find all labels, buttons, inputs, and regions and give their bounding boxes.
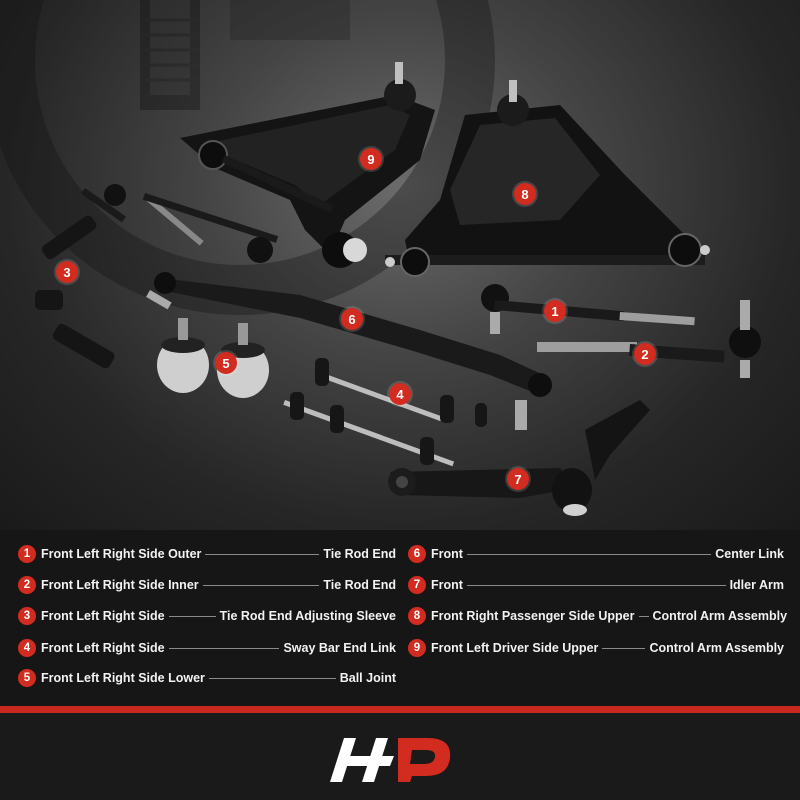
legend-part-name: Tie Rod End — [323, 578, 396, 592]
legend-leader-line — [602, 647, 646, 649]
legend-leader-line — [202, 584, 320, 586]
part-4-sway-bar-link — [283, 358, 487, 467]
legend-position: Front Left Right Side — [41, 609, 165, 623]
badge-3: 3 — [56, 261, 78, 283]
legend-position: Front Left Right Side Inner — [41, 578, 199, 592]
legend-item-1: 1 Front Left Right Side Outer Tie Rod En… — [18, 544, 396, 564]
legend-leader-line — [208, 677, 336, 679]
badge-6: 6 — [341, 308, 363, 330]
brand-logo-icon — [330, 730, 460, 791]
legend-leader-line — [466, 553, 712, 555]
badge-4: 4 — [389, 383, 411, 405]
legend-position: Front Right Passenger Side Upper — [431, 609, 635, 623]
part-3-adjusting-sleeve — [35, 215, 115, 369]
legend-position: Front — [431, 578, 463, 592]
part-5-ball-joint — [157, 318, 269, 398]
legend-number: 1 — [18, 545, 36, 563]
badge-1: 1 — [544, 300, 566, 322]
legend-item-8: 8 Front Right Passenger Side Upper Contr… — [408, 606, 787, 626]
badge-5: 5 — [215, 352, 237, 374]
legend-item-4: 4 Front Left Right Side Sway Bar End Lin… — [18, 638, 396, 658]
badge-8: 8 — [514, 183, 536, 205]
part-7-idler-arm — [388, 400, 650, 516]
legend-part-name: Tie Rod End Adjusting Sleeve — [219, 609, 396, 623]
legend-position: Front Left Right Side Lower — [41, 671, 205, 685]
product-photo: 9 8 3 1 6 2 5 4 7 — [0, 0, 800, 530]
legend-part-name: Idler Arm — [729, 578, 784, 592]
legend-position: Front Left Right Side Outer — [41, 547, 202, 561]
badge-2: 2 — [634, 343, 656, 365]
legend-number: 5 — [18, 669, 36, 687]
legend-item-7: 7 Front Idler Arm — [408, 575, 784, 595]
part-1-outer-tie-rod — [481, 284, 695, 334]
legend-leader-line — [466, 584, 726, 586]
legend-leader-line — [168, 615, 216, 617]
legend-item-5: 5 Front Left Right Side Lower Ball Joint — [18, 668, 396, 688]
legend-part-name: Center Link — [715, 547, 784, 561]
legend-item-6: 6 Front Center Link — [408, 544, 784, 564]
part-8-control-arm — [385, 80, 710, 277]
legend-number: 7 — [408, 576, 426, 594]
legend-part-name: Ball Joint — [339, 671, 396, 685]
legend-part-name: Control Arm Assembly — [649, 641, 784, 655]
badge-9: 9 — [360, 148, 382, 170]
legend-part-name: Sway Bar End Link — [283, 641, 396, 655]
legend-position: Front Left Right Side — [41, 641, 165, 655]
accent-bar — [0, 706, 800, 713]
parts-legend: 1 Front Left Right Side Outer Tie Rod En… — [0, 538, 800, 698]
parts-illustration — [35, 0, 750, 516]
legend-part-name: Control Arm Assembly — [652, 609, 788, 623]
legend-part-name: Tie Rod End — [323, 547, 396, 561]
part-9-control-arm — [180, 62, 435, 268]
legend-number: 3 — [18, 607, 36, 625]
legend-number: 8 — [408, 607, 426, 625]
legend-number: 6 — [408, 545, 426, 563]
part-6-center-link — [146, 272, 552, 430]
legend-item-2: 2 Front Left Right Side Inner Tie Rod En… — [18, 575, 396, 595]
legend-leader-line — [168, 647, 280, 649]
legend-number: 2 — [18, 576, 36, 594]
badge-7: 7 — [507, 468, 529, 490]
legend-position: Front — [431, 547, 463, 561]
legend-position: Front Left Driver Side Upper — [431, 641, 599, 655]
legend-number: 9 — [408, 639, 426, 657]
legend-item-9: 9 Front Left Driver Side Upper Control A… — [408, 638, 784, 658]
legend-item-3: 3 Front Left Right Side Tie Rod End Adju… — [18, 606, 396, 626]
legend-leader-line — [638, 615, 649, 617]
legend-number: 4 — [18, 639, 36, 657]
legend-leader-line — [205, 553, 320, 555]
